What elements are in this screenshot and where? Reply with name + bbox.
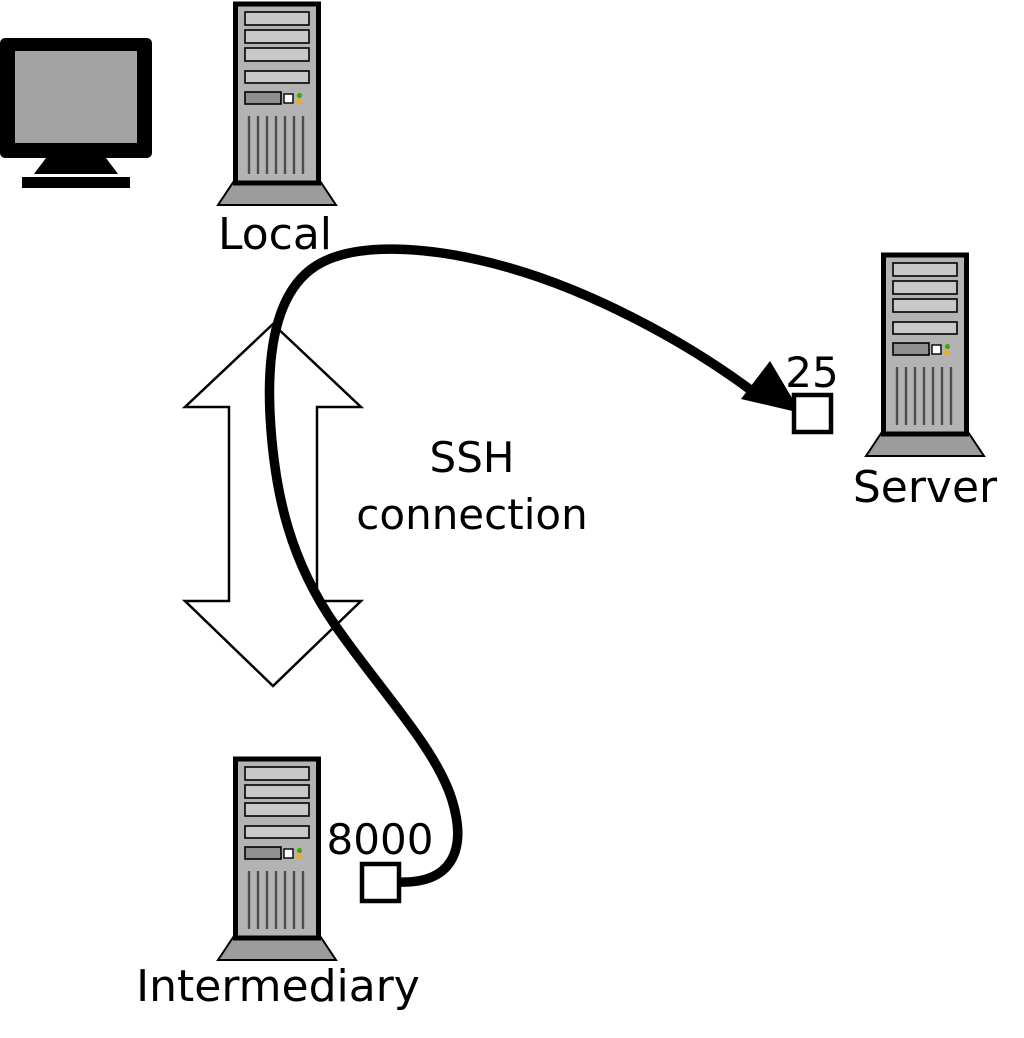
port-8000-label: 8000 bbox=[327, 815, 434, 864]
local-computer-icon bbox=[218, 4, 336, 205]
intermediary-port: 8000 bbox=[327, 815, 434, 904]
server-port: 25 bbox=[785, 348, 839, 435]
local-label: Local bbox=[218, 209, 332, 260]
ssh-connection-label-line2: connection bbox=[356, 490, 587, 539]
port-25-box bbox=[791, 392, 834, 435]
port-8000-box bbox=[359, 861, 402, 904]
tunnel-curve bbox=[264, 244, 753, 887]
server-computer-icon bbox=[866, 255, 984, 456]
tunnel-arrowhead-icon bbox=[741, 361, 801, 413]
local-node: Local bbox=[218, 4, 336, 260]
server-node: Server bbox=[853, 255, 998, 513]
server-label: Server bbox=[853, 462, 998, 513]
intermediary-node: Intermediary bbox=[136, 759, 420, 1012]
ssh-connection-label-line1: SSH bbox=[430, 433, 515, 482]
port-25-label: 25 bbox=[785, 348, 838, 397]
intermediary-computer-icon bbox=[218, 759, 336, 960]
ssh-connection-label: SSH connection bbox=[356, 433, 587, 539]
intermediary-label: Intermediary bbox=[136, 961, 420, 1012]
monitor-icon bbox=[0, 38, 152, 188]
